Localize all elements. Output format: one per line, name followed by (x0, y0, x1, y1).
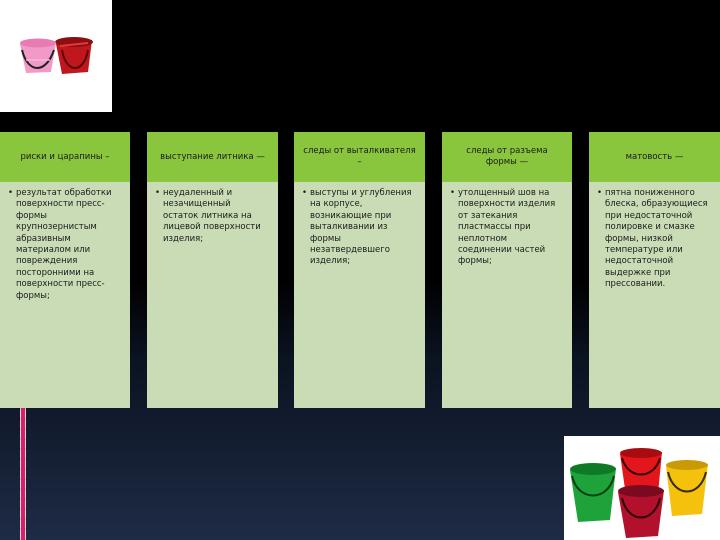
defect-column-3: следы от выталкивателя – • выступы и угл… (294, 132, 425, 408)
column-body-text: результат обработки поверхности пресс-фо… (16, 188, 112, 301)
bullet-icon: • (8, 188, 14, 198)
defect-column-1: риски и царапины – • результат обработки… (0, 132, 130, 408)
column-header: выступание литника — (147, 132, 278, 182)
column-body: • выступы и углубления на корпусе, возни… (294, 182, 425, 408)
column-body-text: неудаленный и незачищенный остаток литни… (163, 188, 261, 244)
column-body-text: пятна пониженного блеска, образующиеся п… (605, 188, 708, 290)
decorative-pink-stripe (21, 400, 25, 540)
bullet-icon: • (302, 188, 308, 198)
column-body: • утолщенный шов на поверхности изделия … (442, 182, 572, 408)
column-header: следы от разъема формы — (442, 132, 572, 182)
column-header: следы от выталкивателя – (294, 132, 425, 182)
column-header-text: матовость — (625, 151, 684, 162)
colored-buckets-image (570, 448, 708, 538)
column-body: • результат обработки поверхности пресс-… (0, 182, 130, 408)
column-header-text: следы от выталкивателя – (303, 146, 416, 167)
defect-column-2: выступание литника — • неудаленный и нез… (147, 132, 278, 408)
column-header: риски и царапины – (0, 132, 130, 182)
column-body-text: выступы и углубления на корпусе, возника… (310, 188, 412, 267)
defect-column-5: матовость — • пятна пониженного блеска, … (589, 132, 720, 408)
bullet-icon: • (155, 188, 161, 198)
buckets-photo-top (0, 0, 112, 112)
column-header: матовость — (589, 132, 720, 182)
defect-column-4: следы от разъема формы — • утолщенный шо… (442, 132, 572, 408)
bullet-icon: • (450, 188, 456, 198)
column-header-text: выступание литника — (160, 151, 265, 162)
column-body: • пятна пониженного блеска, образующиеся… (589, 182, 720, 408)
buckets-photo-bottom (564, 436, 720, 540)
bullet-icon: • (597, 188, 603, 198)
column-header-text: риски и царапины – (20, 151, 110, 162)
column-body-text: утолщенный шов на поверхности изделия от… (458, 188, 556, 267)
pink-red-buckets-image (20, 37, 93, 74)
column-body: • неудаленный и незачищенный остаток лит… (147, 182, 278, 408)
column-header-text: следы от разъема формы — (466, 146, 548, 167)
